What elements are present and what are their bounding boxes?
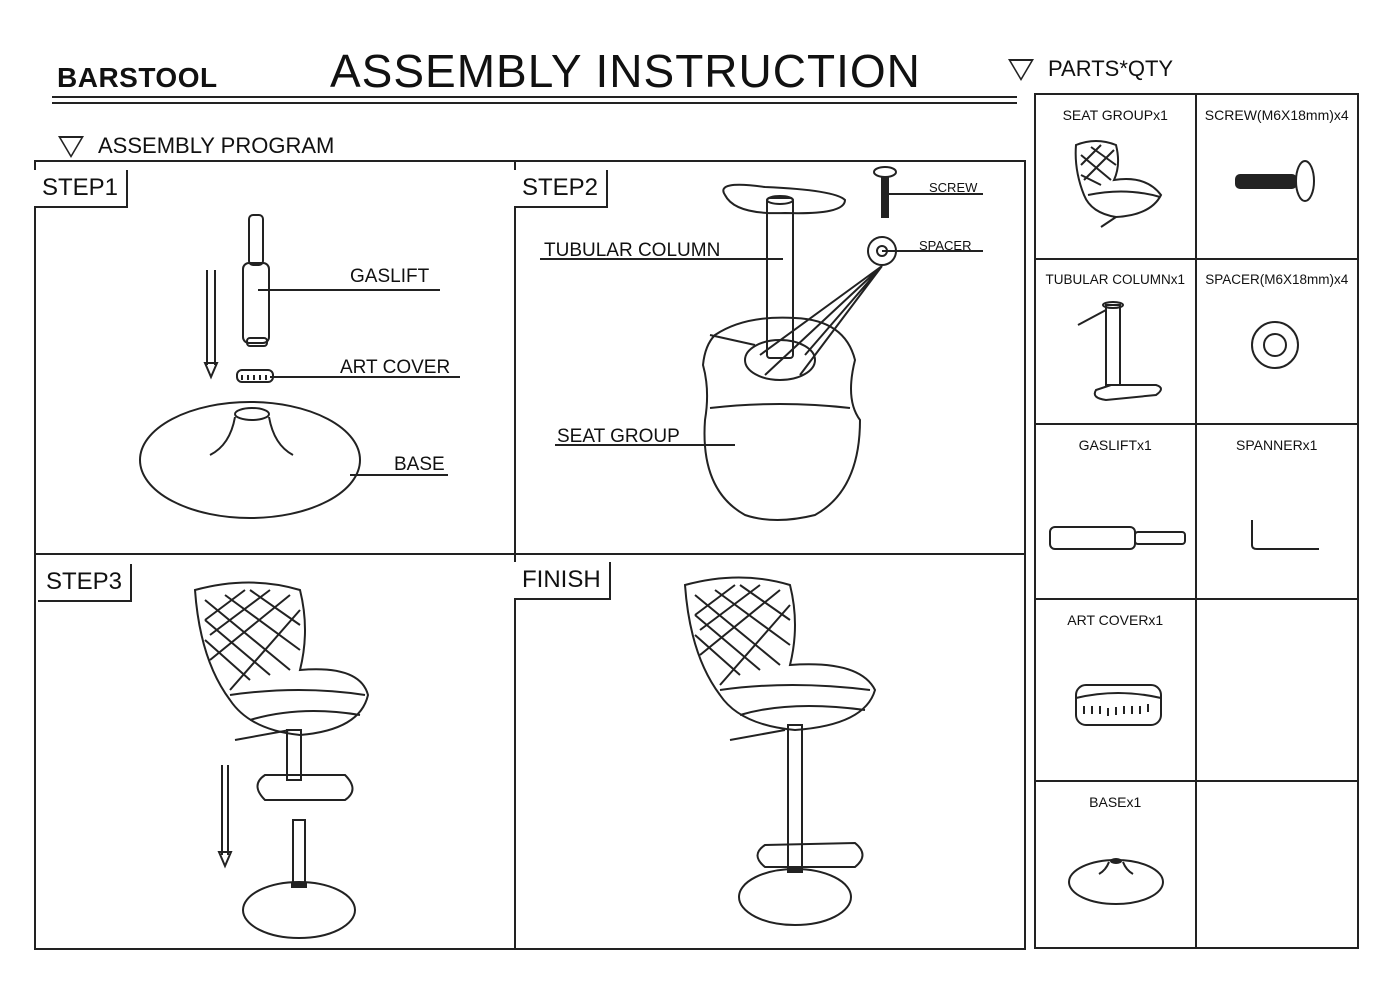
- grid-divider-vertical: [514, 160, 516, 950]
- art-cover-icon: [1075, 684, 1162, 726]
- finish-illustration: [683, 576, 877, 926]
- header-rule: [52, 96, 1017, 98]
- part-cell-base: BASEx1: [1036, 782, 1197, 947]
- triangle-icon: [1008, 59, 1034, 82]
- art-cover-drawing: [236, 369, 274, 383]
- callout-spacer: SPACER: [919, 238, 972, 253]
- tubular-column-icon: [1077, 301, 1162, 402]
- step2-label: STEP2: [514, 170, 609, 208]
- header-rule-2: [52, 102, 1017, 104]
- part-cell-screw: SCREW(M6X18mm)x4: [1196, 95, 1357, 260]
- part-cell-seat-group: SEAT GROUPx1: [1036, 95, 1197, 260]
- callout-screw: SCREW: [929, 180, 978, 195]
- gaslift-drawing: [242, 214, 270, 347]
- step3-illustration: [193, 581, 370, 939]
- step2-illustration: [540, 166, 983, 521]
- part-cell-spanner: SPANNERx1: [1196, 425, 1357, 600]
- part-name: BASEx1: [1089, 794, 1142, 810]
- screw-icon: [1234, 160, 1315, 202]
- down-arrow-icon: [217, 765, 233, 869]
- step1-label: STEP1: [34, 170, 129, 208]
- callout-art-cover: ART COVER: [340, 357, 451, 378]
- assembled-stool-drawing: [683, 576, 877, 926]
- base-with-gaslift-drawing: [242, 819, 356, 939]
- page-title: ASSEMBLY INSTRUCTION: [330, 45, 921, 97]
- down-arrow-icon: [203, 270, 219, 380]
- triangle-icon: [58, 136, 84, 159]
- step3-label: STEP3: [38, 564, 133, 602]
- seat-group-drawing: [701, 316, 862, 521]
- part-name: SEAT GROUPx1: [1062, 107, 1168, 123]
- callout-tubular-column: TUBULAR COLUMN: [544, 240, 721, 261]
- gaslift-icon: [1049, 526, 1186, 550]
- spacer-icon: [1250, 321, 1299, 369]
- part-cell-gaslift: GASLIFTx1: [1036, 425, 1197, 600]
- part-cell-empty: [1196, 600, 1357, 782]
- base-icon: [1068, 858, 1164, 905]
- step1-illustration: [139, 214, 460, 519]
- parts-quantity-table: SEAT GROUPx1 SCREW(M6X18mm)x4 TUBULAR CO…: [1034, 93, 1359, 949]
- base-drawing: [139, 401, 361, 519]
- stool-top-drawing: [193, 581, 370, 801]
- seat-group-icon: [1074, 140, 1163, 228]
- callout-base: BASE: [394, 454, 445, 475]
- callout-seat-group: SEAT GROUP: [557, 426, 680, 447]
- finish-label: FINISH: [514, 562, 611, 600]
- part-cell-tubular-column: TUBULAR COLUMNx1: [1036, 260, 1197, 425]
- parts-qty-label: PARTS*QTY: [1048, 56, 1174, 81]
- brand-name: BARSTOOL: [57, 62, 218, 93]
- part-name: ART COVERx1: [1067, 612, 1164, 628]
- part-name: GASLIFTx1: [1078, 437, 1152, 453]
- part-cell-empty: [1197, 782, 1358, 947]
- assembly-program-heading: ASSEMBLY PROGRAM: [58, 133, 334, 159]
- screw-drawing: [873, 166, 897, 218]
- part-name: SCREW(M6X18mm)x4: [1204, 107, 1349, 123]
- tubular-column-drawing: [766, 195, 794, 359]
- spanner-icon: [1250, 520, 1319, 550]
- assembly-steps-grid: [34, 160, 1026, 950]
- part-cell-spacer: SPACER(M6X18mm)x4: [1196, 260, 1357, 425]
- footrest-drawing: [722, 183, 847, 215]
- part-name: SPACER(M6X18mm)x4: [1205, 272, 1349, 287]
- part-name: SPANNERx1: [1236, 437, 1318, 453]
- assembly-program-label: ASSEMBLY PROGRAM: [98, 133, 335, 158]
- part-name: TUBULAR COLUMNx1: [1045, 272, 1186, 287]
- callout-gaslift: GASLIFT: [350, 266, 430, 287]
- grid-divider-horizontal: [34, 553, 1026, 555]
- part-cell-art-cover: ART COVERx1: [1036, 600, 1197, 782]
- parts-qty-heading: PARTS*QTY: [1008, 56, 1173, 82]
